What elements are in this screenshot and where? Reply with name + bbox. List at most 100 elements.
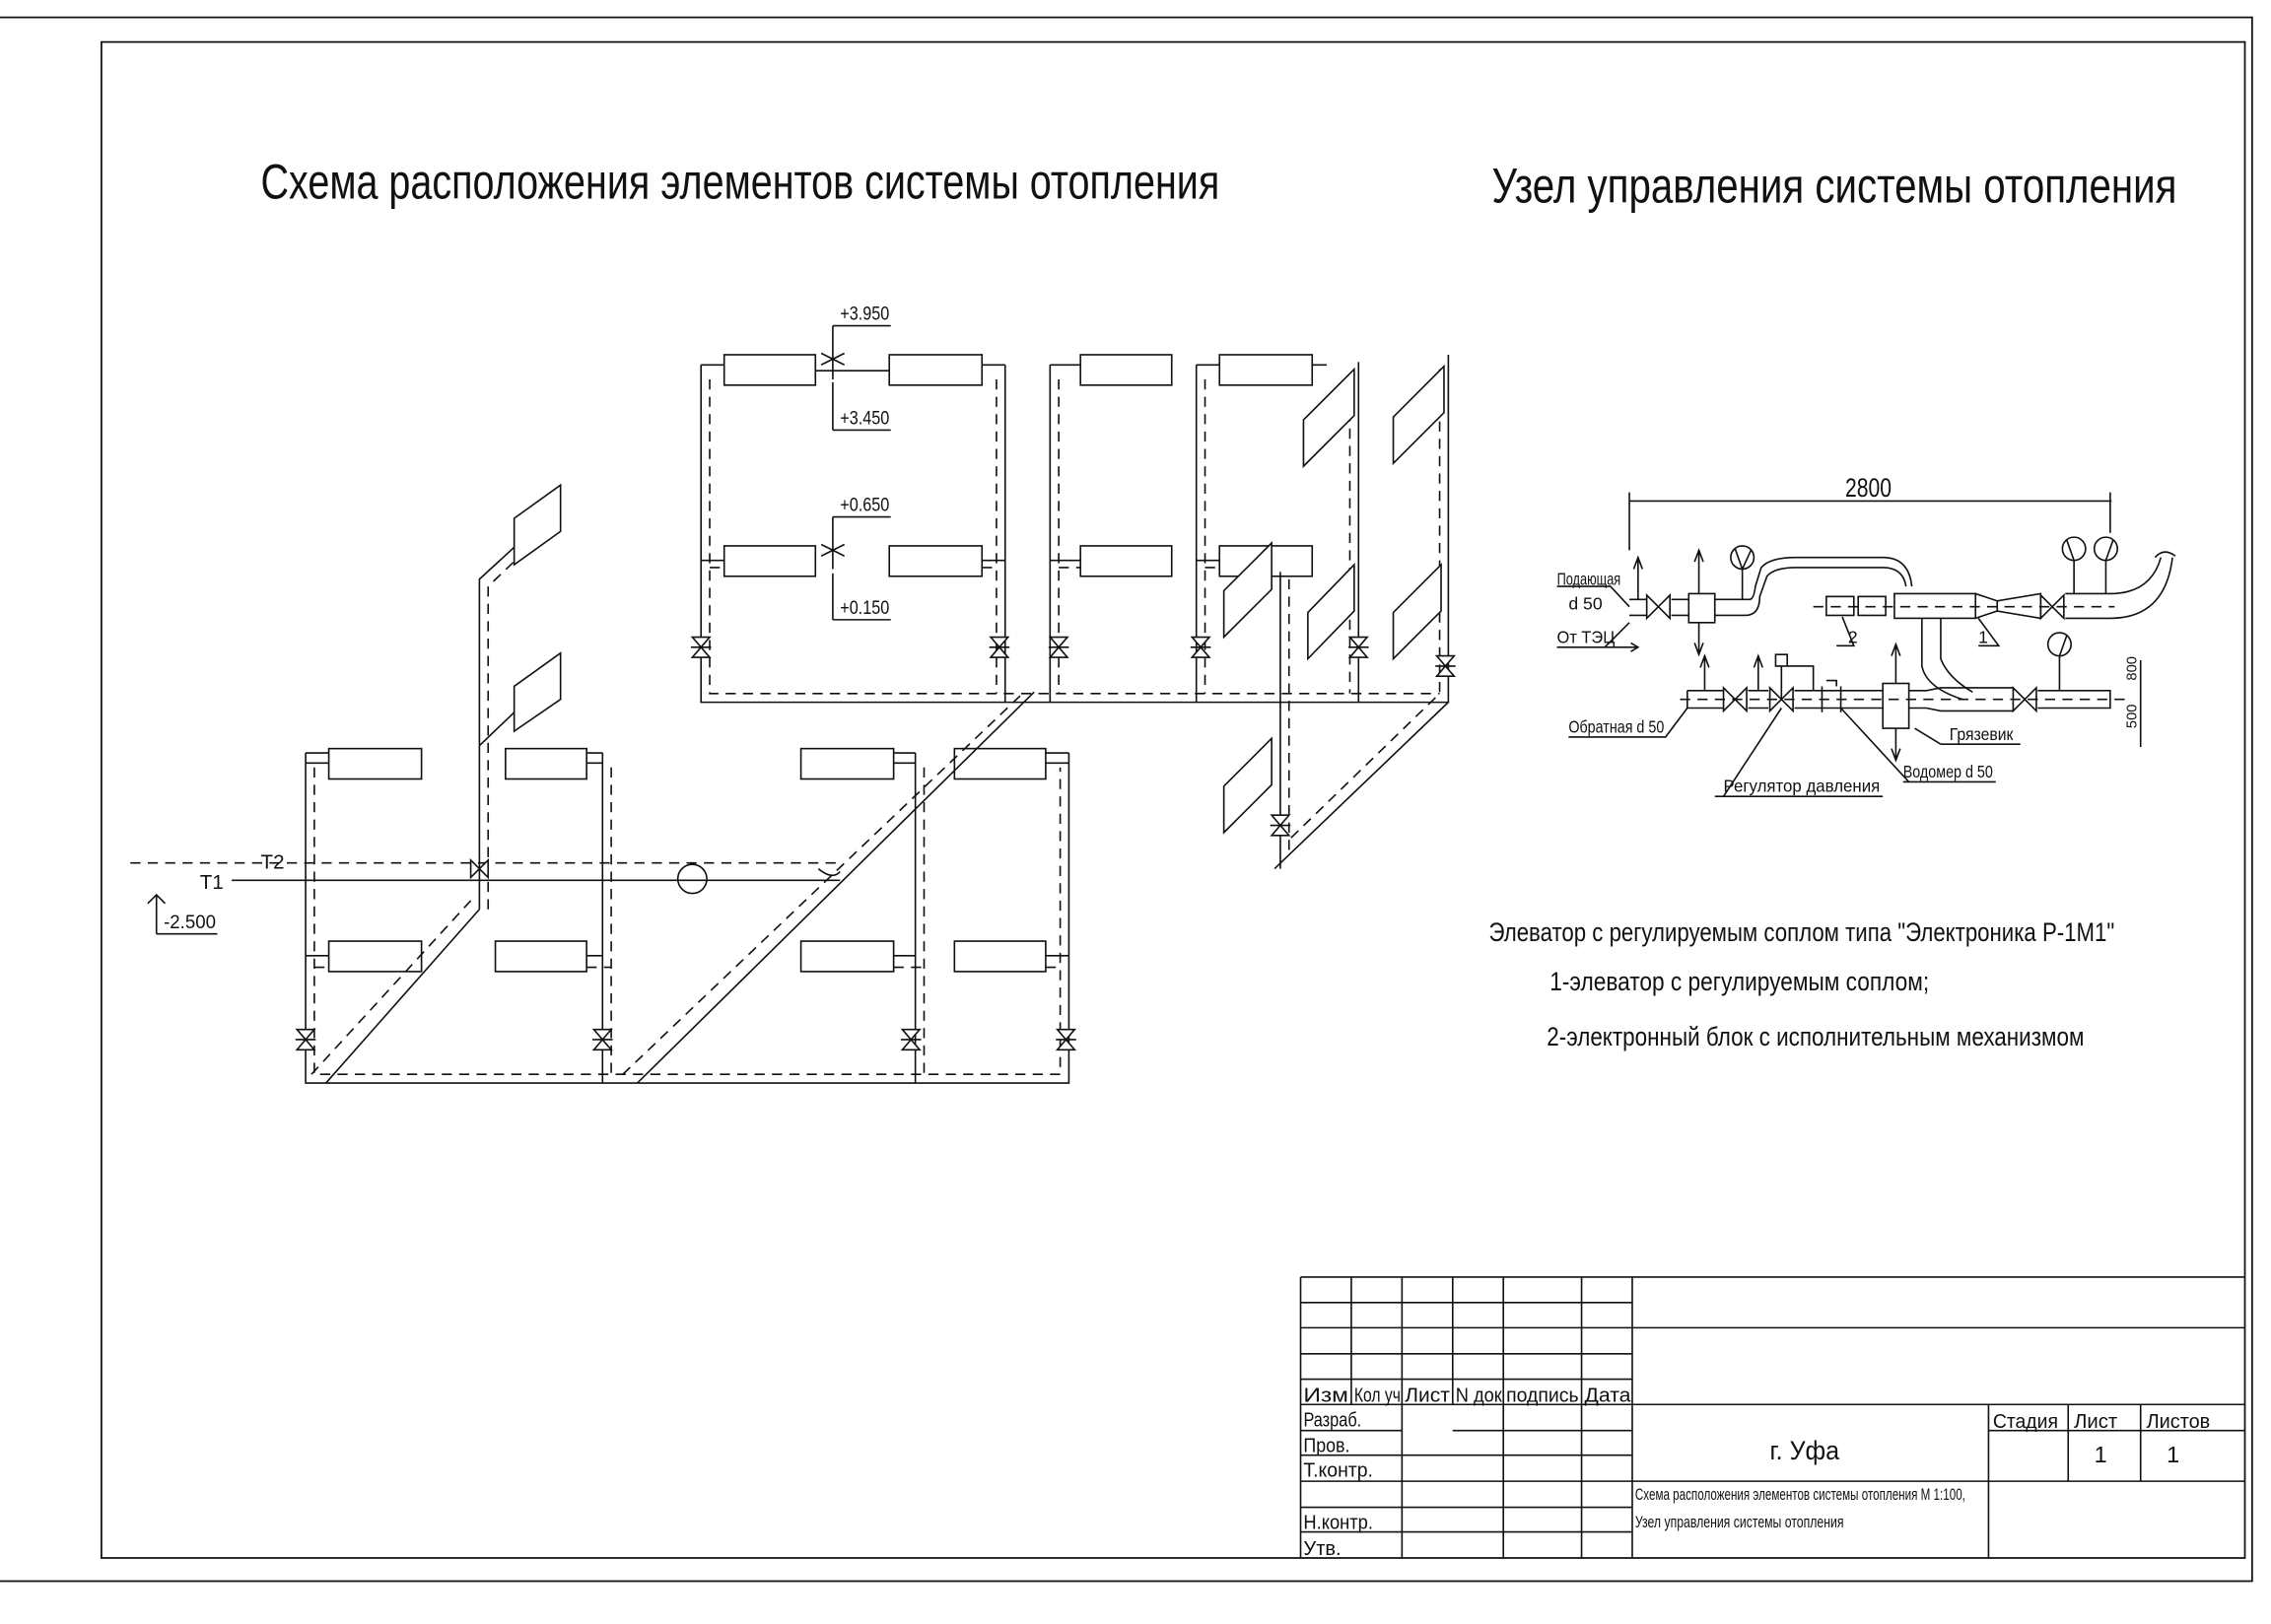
elevation-label: +3.450: [840, 409, 889, 430]
mixing-pipe: [1921, 618, 1973, 701]
callout-1: 1: [1978, 627, 1988, 646]
header-izm: Изм: [1303, 1384, 1348, 1406]
pipe-t1-label: T1: [200, 871, 224, 894]
valve-icon: [900, 1028, 922, 1051]
header-kol-uch: Кол уч: [1354, 1384, 1401, 1406]
diagonal-mains: [325, 691, 1035, 1084]
dimension-500: 500: [2124, 705, 2140, 729]
radiator-parallelogram: [1222, 541, 1273, 640]
layout-scheme-title: Схема расположения элементов системы ото…: [261, 154, 1220, 209]
pressure-gauge-icon: [2061, 536, 2087, 562]
elevator-cone: [1974, 551, 2176, 620]
radiator: [494, 940, 587, 973]
supply-risers: [700, 364, 1449, 704]
pressure-gauge-icon: [1730, 545, 1755, 571]
radiator: [799, 747, 895, 780]
pressure-gauge-icon: [2046, 632, 2072, 657]
radiator: [953, 747, 1047, 780]
valve-icon: [1434, 654, 1457, 677]
role-developer: Разраб.: [1303, 1408, 1361, 1431]
pipe-t2-label: T2: [261, 851, 285, 874]
radiator: [1218, 354, 1314, 386]
return-label: Обратная d 50: [1568, 716, 1664, 736]
water-meter-label: Водомер d 50: [1903, 762, 1993, 781]
radiator: [723, 354, 817, 386]
supply-diameter: d 50: [1568, 594, 1603, 614]
main-riser: [478, 546, 516, 910]
title-block: Изм Кол уч Лист N док подпись Дата Разра…: [1299, 1276, 2245, 1560]
radiator: [1079, 545, 1173, 577]
gauge-stems: [1734, 539, 2114, 691]
outer-frame: [0, 16, 2253, 1583]
valve-icon: [1270, 814, 1291, 837]
radiator-upper-floor: [513, 483, 562, 567]
heating-scheme-lower-block: T1 T2 -2.500: [130, 483, 1070, 1084]
pipe-t1: [232, 867, 841, 882]
description-line-1: Схема расположения элементов системы ото…: [1635, 1486, 1965, 1504]
dimension-line: [1628, 492, 2112, 551]
diagonal-return-mains: [310, 693, 1023, 1075]
right-risers-return: [1287, 369, 1441, 854]
dimension-800: 800: [2124, 656, 2140, 681]
notes-heading: Элеватор с регулируемым соплом типа "Эле…: [1489, 917, 2115, 947]
radiator: [505, 747, 587, 780]
valve-icon: [295, 1028, 316, 1051]
valves-group: [295, 592, 2065, 1051]
notes-item-2: 2-электронный блок с исполнительным меха…: [1547, 1022, 2084, 1051]
supply-label: Подающая: [1557, 570, 1621, 589]
header-date: Дата: [1584, 1384, 1631, 1406]
radiator: [723, 545, 817, 577]
radiator-parallelogram: [1392, 364, 1445, 466]
strainer-box: [1687, 592, 1716, 624]
elevation-label: +3.950: [840, 304, 889, 325]
elevation-leaders: [820, 324, 891, 621]
inner-frame: [101, 40, 2246, 1559]
valve-icon: [1190, 636, 1211, 658]
radiator-parallelogram: [1392, 563, 1442, 661]
sheet-header: Лист: [2074, 1410, 2118, 1433]
radiator: [953, 940, 1047, 973]
return-risers: [313, 767, 1062, 1076]
return-risers: [709, 378, 1440, 695]
radiator: [1079, 354, 1173, 386]
description-line-2: Узел управления системы отопления: [1635, 1514, 1844, 1531]
sheets-total: 1: [2167, 1442, 2179, 1467]
radiator: [327, 747, 423, 780]
radiator: [327, 940, 423, 973]
control-unit-diagram: 2800 Подающая d 50 От ТЭЦ Обратная d 50 …: [1556, 473, 2176, 797]
supply-risers: [305, 752, 1070, 1084]
radiator-parallelogram: [1307, 563, 1355, 661]
radiator: [888, 545, 984, 577]
radiator-parallelogram: [1222, 736, 1273, 835]
callout-2: 2: [1848, 627, 1858, 646]
leader-lines: [1556, 585, 2142, 797]
valve-icon: [591, 1028, 613, 1051]
header-list: Лист: [1405, 1384, 1450, 1406]
mud-trap-label: Грязевик: [1950, 724, 2014, 744]
pressure-gauge-icon: [2093, 536, 2119, 562]
stage-header: Стадия: [1993, 1410, 2058, 1433]
pump-symbol: [676, 863, 708, 895]
level-mark: [147, 893, 218, 935]
title-block-grid: [1299, 1276, 2245, 1558]
valve-icon: [1347, 636, 1369, 658]
pressure-regulator-label: Регулятор давления: [1724, 777, 1881, 796]
elevation-label: +0.150: [840, 598, 889, 619]
vent-arrows: [1632, 548, 1901, 763]
control-unit-title: Узел управления системы отопления: [1491, 159, 2176, 214]
mud-trap-box: [1882, 682, 1910, 729]
main-riser-return: [487, 554, 522, 910]
radiator-upper-floor: [513, 651, 562, 733]
role-approved: Утв.: [1303, 1537, 1341, 1560]
role-checker: Пров.: [1303, 1435, 1349, 1457]
header-n-dok: N док: [1456, 1384, 1503, 1406]
regulator-impulse: [1774, 653, 1815, 700]
role-norm-control: Н.контр.: [1303, 1512, 1373, 1534]
radiator-parallelogram: [1302, 367, 1355, 469]
city-label: г. Уфа: [1770, 1436, 1840, 1465]
valve-icon: [1645, 592, 1671, 621]
sheet-number: 1: [2095, 1442, 2107, 1467]
dimension-2800: 2800: [1845, 473, 1892, 503]
valve-icon: [989, 636, 1010, 658]
